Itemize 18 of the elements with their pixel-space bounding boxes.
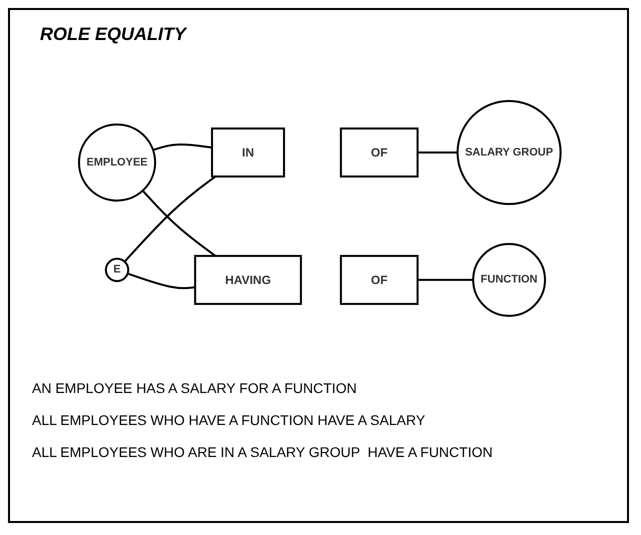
node-circle: SALARY GROUP bbox=[456, 100, 562, 205]
constraint-note: AN EMPLOYEE HAS A SALARY FOR A FUNCTION bbox=[32, 380, 358, 396]
constraint-note: ALL EMPLOYEES WHO ARE IN A SALARY GROUP HAVE A FUNCTION bbox=[32, 444, 493, 460]
connector bbox=[124, 175, 216, 262]
node-box: OF bbox=[340, 254, 419, 304]
connector bbox=[418, 151, 458, 154]
connector bbox=[142, 190, 216, 256]
node-circle: FUNCTION bbox=[472, 242, 546, 316]
diagram-title: ROLE EQUALITY bbox=[40, 24, 186, 45]
node-box: OF bbox=[340, 127, 419, 178]
connector bbox=[128, 272, 196, 289]
node-circle: E bbox=[105, 257, 130, 282]
node-box: HAVING bbox=[194, 254, 302, 304]
constraint-note: ALL EMPLOYEES WHO HAVE A FUNCTION HAVE A SALARY bbox=[32, 412, 426, 428]
node-circle: EMPLOYEE bbox=[78, 123, 156, 202]
connector bbox=[152, 143, 212, 151]
node-box: IN bbox=[211, 127, 286, 178]
connector bbox=[418, 278, 474, 280]
